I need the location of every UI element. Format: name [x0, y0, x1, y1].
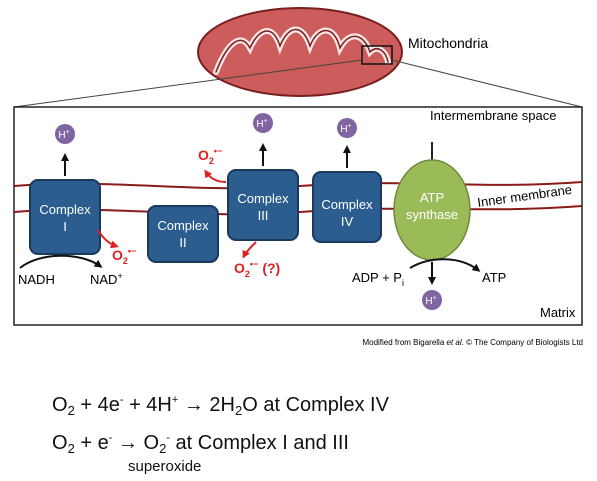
complex-iv: Complex IV [312, 171, 382, 243]
nadh-oxidation-arrow [19, 254, 103, 269]
superoxide-label: superoxide [128, 458, 202, 475]
atp-synthase-label-1: ATP [420, 190, 444, 205]
proton-complex-i: H+ [55, 124, 75, 176]
svg-text:H+: H+ [58, 129, 69, 141]
superoxide-complex-iii-top: O2•− [198, 146, 222, 166]
proton-complex-iv: H+ [337, 118, 357, 168]
complex-ii-numeral: II [179, 235, 186, 250]
complex-ii-label: Complex [157, 218, 209, 233]
ros-arrow-complex-iii-top [204, 169, 227, 183]
zoom-line-right [391, 59, 583, 108]
figure-credit: Modified from Bigarella et al. © The Com… [362, 338, 583, 347]
complex-i-label: Complex [39, 202, 91, 217]
atp-label: ATP [482, 270, 506, 285]
atp-synthase: ATP synthase [393, 142, 471, 261]
complex-iv-numeral: IV [341, 214, 354, 229]
complex-iii-label: Complex [237, 191, 289, 206]
complex-i-numeral: I [63, 219, 67, 234]
proton-complex-iii: H+ [253, 113, 273, 166]
equation-superoxide: O2 + e- → O2- at Complex I and III [52, 432, 349, 456]
matrix-label: Matrix [540, 305, 576, 320]
proton-atp-synthase: H+ [422, 262, 442, 310]
adp-pi-label: ADP + Pi [352, 270, 404, 288]
complex-i: Complex I [29, 179, 101, 255]
atp-synthase-label-2: synthase [406, 207, 458, 222]
mitochondrion-icon [197, 7, 403, 97]
svg-text:H+: H+ [425, 295, 436, 307]
ros-arrow-complex-i [97, 229, 119, 249]
ros-arrow-complex-iii-bottom [242, 241, 257, 259]
superoxide-complex-i: O2•− [112, 246, 136, 266]
intermembrane-space-label: Intermembrane space [430, 108, 556, 123]
mitochondria-label: Mitochondria [408, 35, 488, 51]
zoom-box [361, 45, 393, 65]
inner-membrane-top [13, 181, 583, 190]
complex-iv-label: Complex [321, 197, 373, 212]
svg-text:H+: H+ [256, 118, 267, 130]
zoom-line-left [13, 59, 363, 108]
nad-label: NAD+ [90, 271, 123, 287]
superoxide-complex-iii-bottom: O2•−(?) [234, 259, 280, 279]
equation-complex-iv: O2 + 4e- + 4H+ → 2H2O at Complex IV [52, 394, 389, 418]
complex-ii: Complex II [147, 205, 219, 263]
complex-iii-numeral: III [258, 208, 269, 223]
svg-text:H+: H+ [340, 123, 351, 135]
nadh-label: NADH [18, 272, 55, 287]
inner-membrane-bottom [13, 205, 583, 216]
complex-iii: Complex III [227, 169, 299, 241]
atp-synthesis-arrow [409, 258, 481, 272]
